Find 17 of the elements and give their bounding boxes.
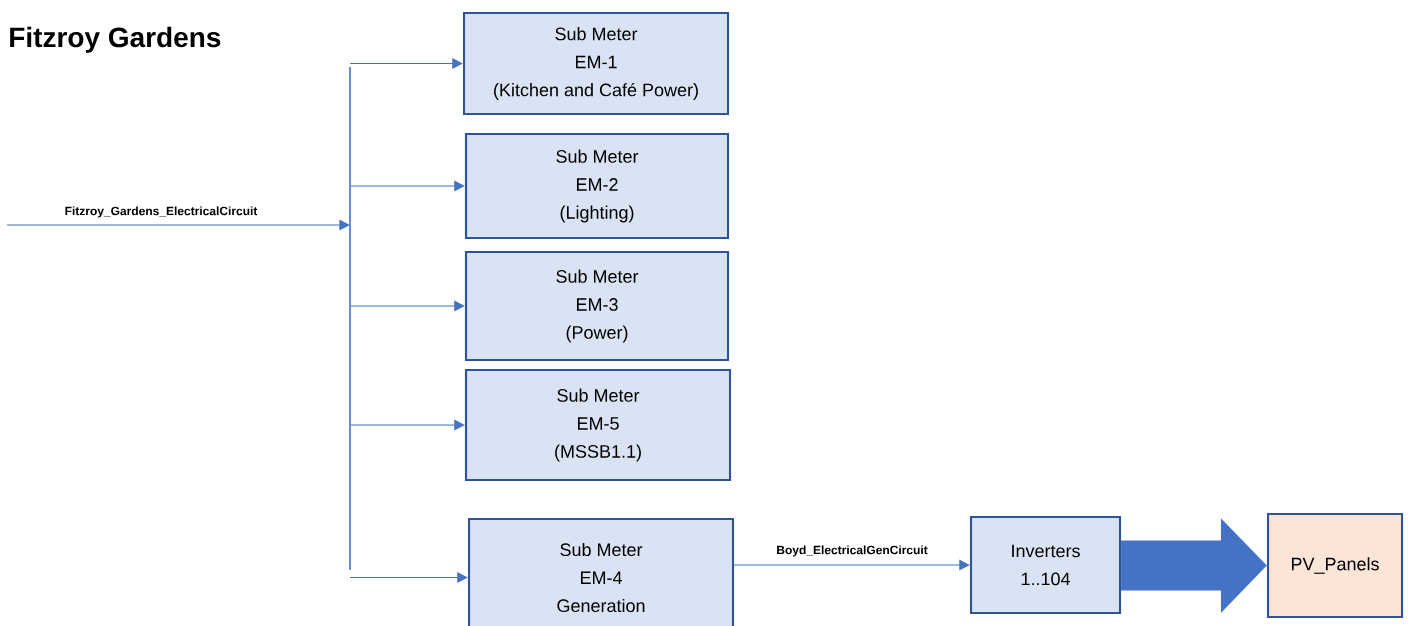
arrow bbox=[733, 559, 970, 571]
edge-label: Boyd_ElectricalGenCircuit bbox=[777, 545, 928, 557]
meter-box: Sub Meter EM-3 (Power) bbox=[464, 250, 730, 362]
arrow bbox=[349, 419, 465, 431]
meter-box: Sub Meter EM-2 (Lighting) bbox=[464, 132, 730, 240]
edge-label: Fitzroy_Gardens_ElectricalCircuit bbox=[65, 206, 258, 218]
meter-box: Inverters 1..104 bbox=[969, 515, 1122, 615]
arrow bbox=[349, 572, 468, 583]
arrow bbox=[6, 219, 350, 231]
meter-box: Sub Meter EM-4 Generation bbox=[467, 517, 735, 626]
meter-box: Sub Meter EM-1 (Kitchen and Café Power) bbox=[462, 11, 730, 116]
meter-box: Sub Meter EM-5 (MSSB1.1) bbox=[464, 368, 732, 482]
arrow bbox=[349, 300, 465, 312]
arrow bbox=[349, 58, 463, 69]
arrow bbox=[349, 180, 465, 192]
meter-box: PV_Panels bbox=[1266, 512, 1404, 619]
title: Fitzroy Gardens bbox=[10, 26, 221, 53]
